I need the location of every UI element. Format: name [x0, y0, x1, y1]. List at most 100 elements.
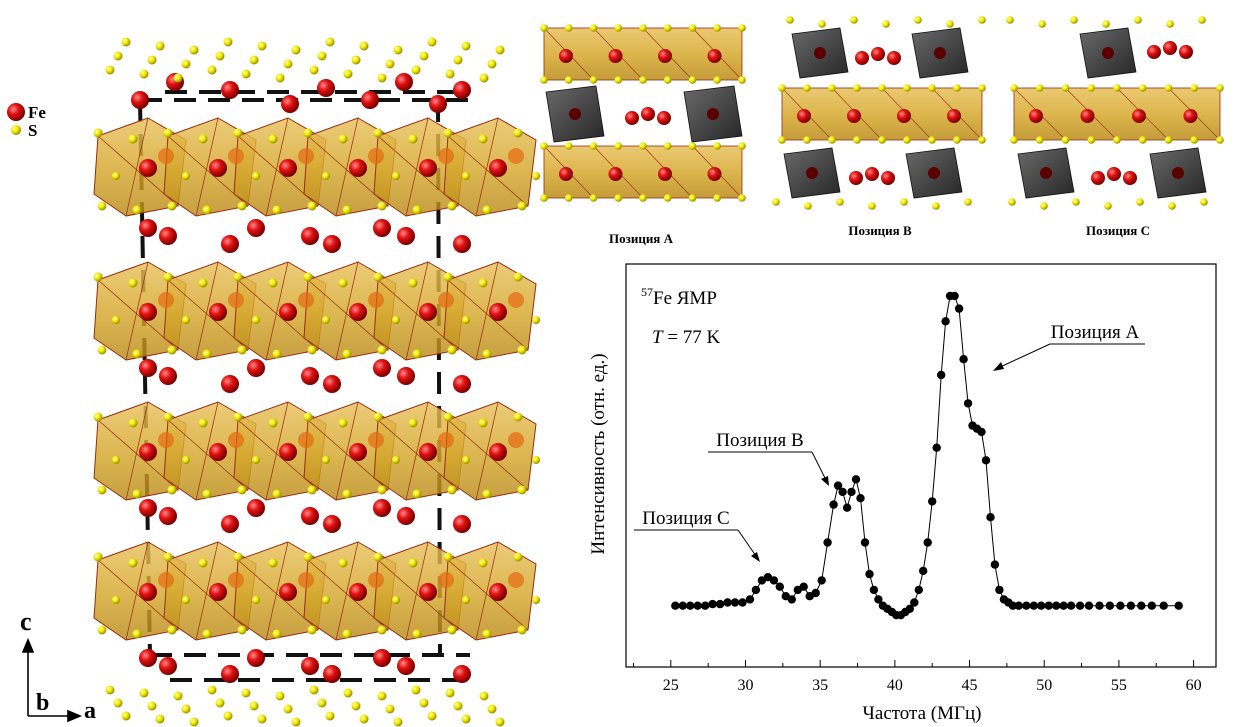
- octahedron-edge: [195, 117, 219, 217]
- fe-atom: [228, 572, 244, 588]
- octahedron-edge: [125, 541, 149, 641]
- data-point: [874, 595, 883, 604]
- x-tick-label: 40: [887, 677, 903, 694]
- fe-atom: [395, 73, 413, 91]
- s-atom: [252, 456, 260, 464]
- fe-atom: [559, 49, 573, 63]
- s-atom: [147, 55, 157, 65]
- s-atom: [182, 316, 190, 324]
- data-point: [1059, 601, 1068, 610]
- s-atom: [1168, 202, 1176, 210]
- axis-c-label: c: [20, 607, 32, 636]
- s-atom: [478, 418, 488, 428]
- data-point: [869, 585, 879, 595]
- s-atom: [532, 596, 540, 604]
- s-atom: [462, 316, 470, 324]
- octahedron-edge: [265, 117, 289, 217]
- x-tick-label: 35: [812, 677, 828, 694]
- s-atom: [167, 625, 177, 635]
- s-legend-label: S: [28, 121, 37, 140]
- octahedron-edge: [335, 541, 359, 641]
- data-point: [715, 599, 725, 609]
- s-atom: [540, 194, 548, 202]
- s-atom: [167, 201, 177, 211]
- fe-atom: [368, 148, 384, 164]
- s-atom: [461, 41, 471, 51]
- s-atom: [322, 316, 330, 324]
- s-atom: [478, 278, 488, 288]
- fe-atom: [323, 515, 341, 533]
- fe-atom: [139, 583, 157, 601]
- data-point: [928, 497, 937, 506]
- s-atom: [132, 489, 142, 499]
- s-atom: [317, 698, 327, 708]
- s-atom: [132, 629, 142, 639]
- s-atom: [385, 59, 395, 69]
- octahedron-edge: [831, 87, 883, 141]
- s-atom: [112, 596, 120, 604]
- fe-atom: [928, 167, 940, 179]
- s-atom: [112, 456, 120, 464]
- data-point: [775, 582, 784, 591]
- s-atom: [252, 596, 260, 604]
- s-atom: [478, 134, 488, 144]
- s-atom: [272, 205, 282, 215]
- s-atom: [163, 412, 173, 422]
- fe-atom: [349, 583, 367, 601]
- s-atom: [275, 691, 285, 701]
- fe-atom: [139, 499, 157, 517]
- s-atom: [181, 704, 191, 714]
- s-atom: [663, 194, 672, 202]
- data-point: [856, 494, 865, 503]
- s-atom: [202, 349, 212, 359]
- s-atom: [914, 16, 922, 24]
- fe-atom: [298, 292, 314, 308]
- y-axis-label: Интенсивность (отн. ед.): [588, 353, 609, 554]
- s-atom: [307, 345, 317, 355]
- data-point: [1037, 601, 1046, 610]
- fe-atom: [569, 108, 581, 120]
- s-atom: [589, 142, 598, 150]
- fe-atom: [1029, 109, 1043, 123]
- data-point: [959, 355, 968, 364]
- fe-atom: [368, 432, 384, 448]
- s-atom: [392, 596, 400, 604]
- s-atom: [1104, 202, 1112, 210]
- s-atom: [1040, 202, 1048, 210]
- s-atom: [233, 412, 243, 422]
- octahedron-edge: [405, 401, 429, 501]
- data-point: [838, 487, 847, 497]
- fe-atom: [298, 432, 314, 448]
- fe-atom: [438, 432, 454, 448]
- s-atom: [738, 142, 746, 150]
- s-atom: [1038, 20, 1046, 28]
- s-atom: [688, 76, 697, 84]
- fe-atom: [658, 167, 672, 181]
- s-atom: [589, 24, 598, 32]
- s-atom: [412, 205, 422, 215]
- s-atom: [1113, 84, 1121, 92]
- fe-atom: [707, 49, 722, 63]
- fe-atom: [349, 443, 367, 461]
- octahedron-edge: [593, 145, 644, 199]
- s-atom: [223, 711, 233, 721]
- s-atom: [517, 201, 527, 211]
- atom-legend: Fe S: [7, 103, 46, 140]
- s-atom: [155, 714, 165, 724]
- s-atom: [393, 717, 403, 727]
- fe-atom: [247, 649, 265, 667]
- fe-atom: [1091, 171, 1105, 185]
- octahedron-edge: [447, 135, 529, 207]
- s-atom: [128, 418, 138, 428]
- s-atom: [903, 84, 911, 92]
- s-atom: [639, 76, 647, 84]
- s-atom: [738, 76, 746, 84]
- s-atom: [121, 37, 131, 47]
- s-atom: [1113, 136, 1121, 144]
- s-atom: [688, 142, 697, 150]
- s-atom: [338, 134, 348, 144]
- s-atom: [462, 456, 470, 464]
- s-atom: [173, 691, 183, 701]
- octahedron-edge: [1168, 87, 1221, 141]
